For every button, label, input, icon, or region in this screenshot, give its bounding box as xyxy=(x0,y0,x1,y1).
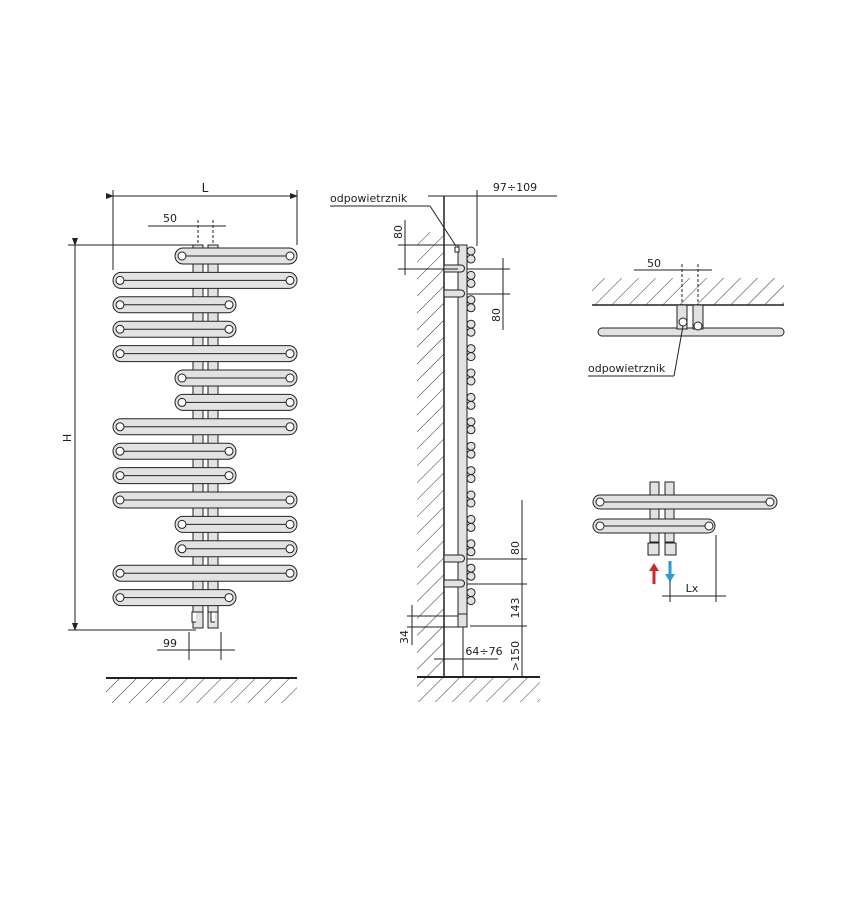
depth-dimension: 97÷109 xyxy=(428,181,557,246)
bracket-spacing-bottom-label: 80 xyxy=(509,541,522,555)
towel-bar xyxy=(174,247,298,265)
connection-detail: Lx xyxy=(592,481,778,602)
bracket-spacing-top-dimension: 80 xyxy=(467,258,510,330)
towel-bar xyxy=(112,491,298,509)
wall-distance-dimension: 64÷76 xyxy=(434,627,503,677)
top-offset-dimension: 80 xyxy=(392,220,458,275)
towel-bar xyxy=(112,345,298,363)
height-dimension: H xyxy=(61,238,196,631)
towel-bars xyxy=(112,247,298,607)
vent-callout: odpowietrznik xyxy=(330,192,457,247)
height-label: H xyxy=(61,434,74,442)
floor xyxy=(106,677,297,703)
front-view: L 50 H xyxy=(61,181,298,703)
connection-height-label: 34 xyxy=(398,630,411,644)
pipe-offset-label: 99 xyxy=(163,637,177,650)
vent-label: odpowietrznik xyxy=(330,192,408,205)
side-floor xyxy=(417,676,540,702)
top-view-wall xyxy=(592,278,784,306)
pipe-offset-dimension: 99 xyxy=(157,632,235,660)
top-offset-label: 80 xyxy=(392,225,405,239)
towel-bar xyxy=(112,442,237,460)
top-view-spacing: 50 xyxy=(634,257,712,318)
top-vent-icon xyxy=(678,317,688,327)
connection-spacing-label: 50 xyxy=(163,212,177,225)
top-view-bar xyxy=(597,327,785,337)
bottom-dimensions: 80 143 >150 xyxy=(467,500,527,677)
top-vent-callout: odpowietrznik xyxy=(588,325,684,377)
towel-bar xyxy=(112,418,298,436)
wall-distance-label: 64÷76 xyxy=(465,645,502,658)
top-view: 50 odpowietrznik xyxy=(588,257,785,377)
return-arrow-icon xyxy=(665,561,675,582)
valves xyxy=(191,611,219,629)
lx-dimension: Lx xyxy=(662,535,726,602)
towel-bar xyxy=(112,589,237,607)
towel-bar xyxy=(174,393,298,411)
towel-bar xyxy=(112,271,298,289)
width-dimension: L xyxy=(106,181,298,270)
connection-height-dimension: 34 xyxy=(398,605,458,645)
lx-label: Lx xyxy=(686,582,699,595)
connection-spacing-dimension: 50 xyxy=(148,212,226,246)
bracket-spacing-top-label: 80 xyxy=(490,308,503,322)
width-label: L xyxy=(202,181,209,195)
vent-icon xyxy=(454,246,460,253)
depth-label: 97÷109 xyxy=(493,181,537,194)
towel-bar xyxy=(174,369,298,387)
towel-bar xyxy=(112,564,298,582)
bracket-to-connection-label: 143 xyxy=(509,598,522,619)
towel-bar xyxy=(174,540,298,558)
top-spacing-label: 50 xyxy=(647,257,661,270)
side-view: odpowietrznik 97÷109 80 80 xyxy=(330,181,557,702)
towel-bar xyxy=(112,320,237,338)
top-vent-label: odpowietrznik xyxy=(588,362,666,375)
towel-bar xyxy=(174,515,298,533)
side-valve xyxy=(457,613,468,628)
towel-bar xyxy=(112,296,237,314)
towel-bar xyxy=(112,467,237,485)
supply-arrow-icon xyxy=(649,563,659,584)
floor-clearance-label: >150 xyxy=(509,641,522,671)
wall xyxy=(417,196,445,677)
side-bar-profiles xyxy=(466,246,476,606)
